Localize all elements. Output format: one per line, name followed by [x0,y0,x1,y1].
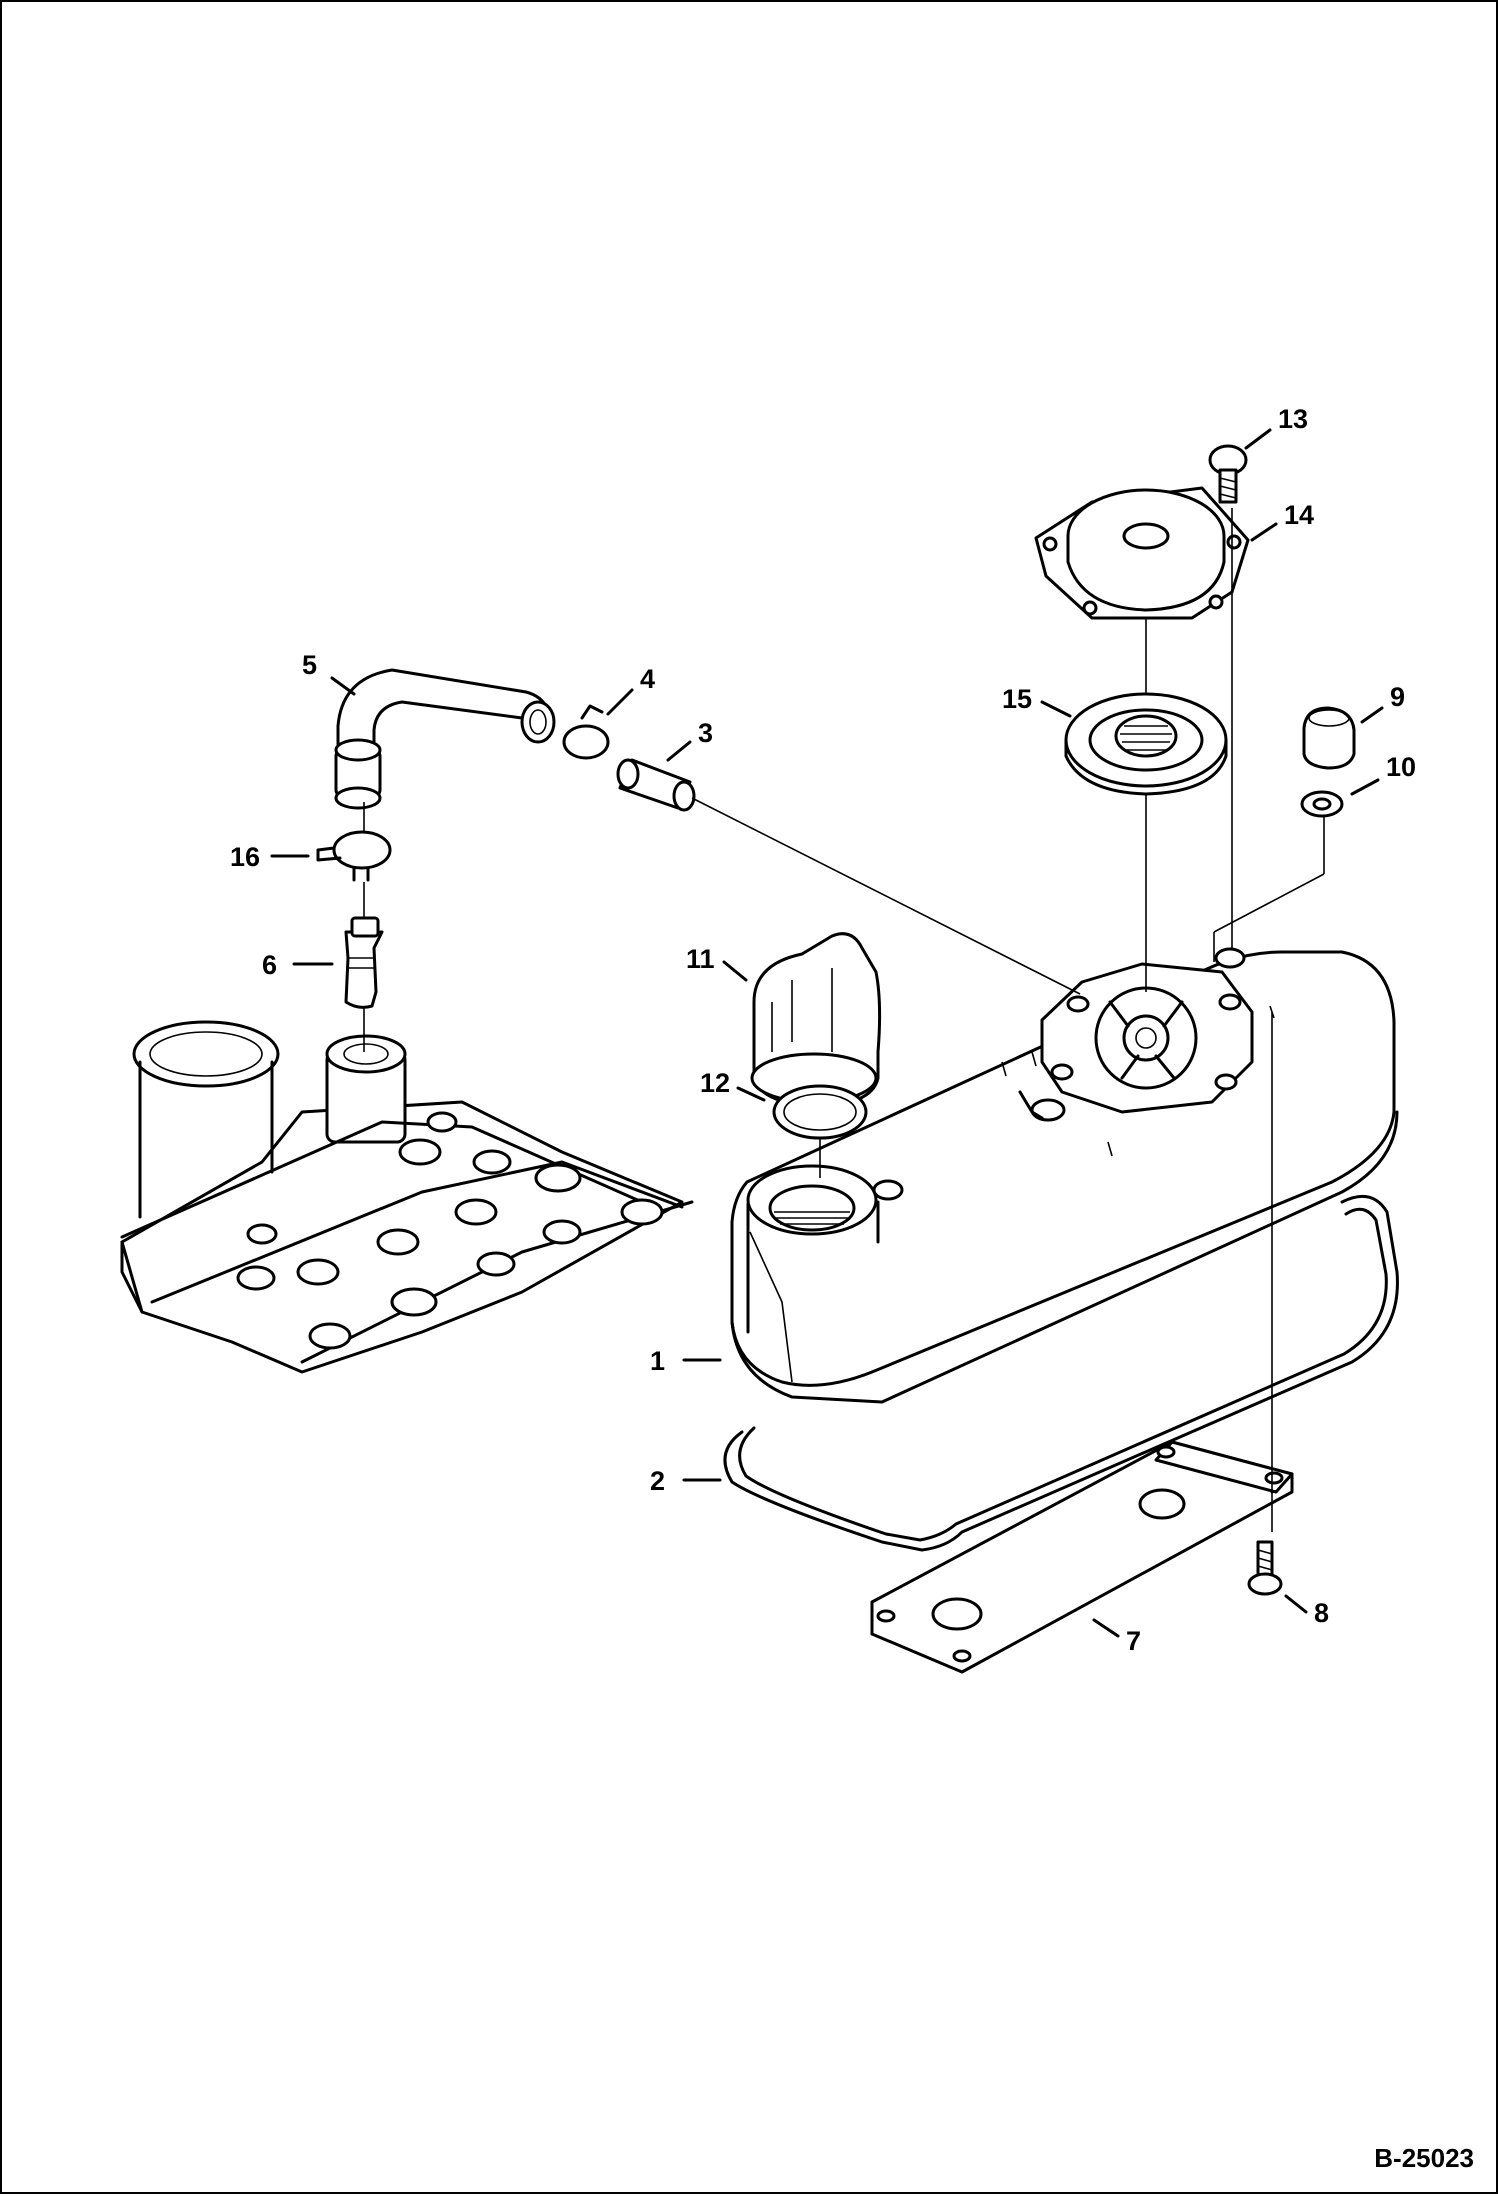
callout-label: 8 [1314,1598,1329,1628]
callout-label: 10 [1386,752,1416,782]
callout-label: 1 [650,1346,665,1376]
bracket-plate [870,1440,1294,1674]
washer-10 [1300,790,1344,818]
callout-13: 13 [1244,404,1308,450]
callout-label: 4 [640,664,655,694]
callout-14: 14 [1250,500,1314,542]
callout-6: 6 [262,950,334,980]
bolt-8 [1247,1540,1283,1596]
callout-7: 7 [1092,1618,1141,1656]
assembly-lines [363,508,1325,1532]
hose-clamp-4 [562,704,610,760]
callout-11: 11 [686,944,748,982]
callout-10: 10 [1350,752,1416,796]
o-ring-12 [772,1084,868,1140]
callout-12: 12 [700,1068,766,1102]
cylinder-head-outline [120,1020,694,1374]
valve-cover [730,947,1399,1404]
callout-label: 5 [302,650,317,680]
callout-label: 11 [686,944,715,974]
callout-4: 4 [606,664,655,716]
callout-label: 3 [698,718,713,748]
callout-1: 1 [650,1346,722,1376]
breather-hose [334,668,556,810]
screw-13 [1208,444,1248,504]
callout-5: 5 [302,650,356,696]
cover-gasket [723,1194,1399,1552]
callout-2: 2 [650,1466,722,1496]
callout-label: 14 [1284,500,1314,530]
breather-cover [1034,486,1250,620]
oil-cap [750,932,882,1108]
breather-diaphragm [1064,692,1228,796]
pipe-3 [616,758,696,812]
callout-label: 9 [1390,682,1405,712]
callout-3: 3 [666,718,713,762]
callout-9: 9 [1360,682,1405,724]
callout-8: 8 [1284,1594,1329,1628]
callout-label: 6 [262,950,277,980]
callout-label: 12 [700,1068,730,1098]
callout-16: 16 [230,842,310,872]
cap-9 [1302,706,1356,770]
callout-label: 13 [1278,404,1308,434]
callout-label: 15 [1002,684,1032,714]
callout-label: 16 [230,842,260,872]
hose-clamp-16 [316,830,392,882]
callout-15: 15 [1002,684,1072,718]
fitting-6 [344,916,384,1009]
document-id: B-25023 [1374,2143,1474,2173]
callout-label: 7 [1126,1626,1141,1656]
callout-label: 2 [650,1466,665,1496]
